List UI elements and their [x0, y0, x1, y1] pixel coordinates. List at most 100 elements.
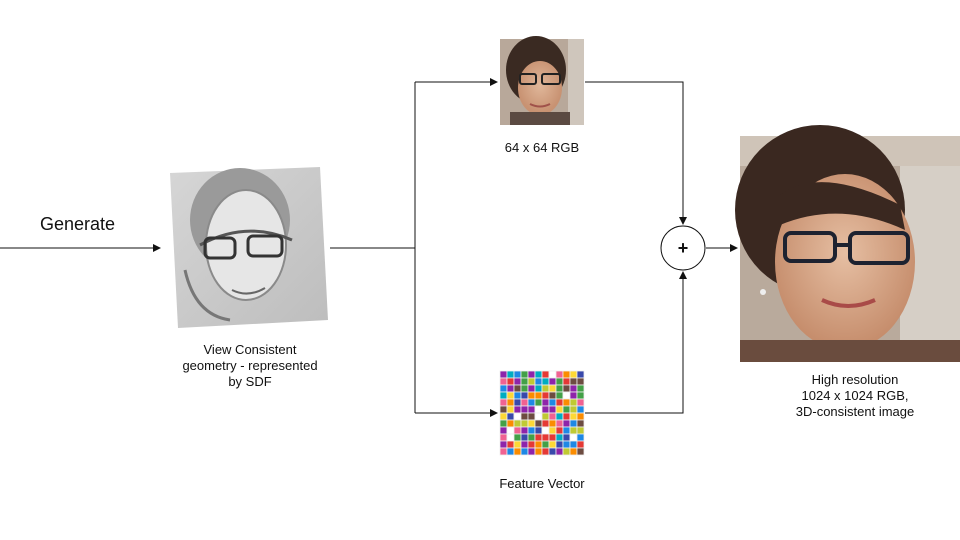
feature-cell: [576, 419, 585, 428]
feature-cell: [527, 391, 536, 400]
feature-cell: [541, 384, 550, 393]
feature-cell: [541, 447, 550, 456]
feature-cell: [548, 426, 557, 435]
feature-cell: [569, 447, 578, 456]
feature-cell: [576, 440, 585, 449]
feature-cell: [555, 398, 564, 407]
feature-cell: [562, 398, 571, 407]
feature-cell: [541, 412, 550, 421]
feature-cell: [520, 398, 529, 407]
feature-cell: [499, 412, 508, 421]
feature-cell: [534, 412, 543, 421]
feature-cell: [506, 447, 515, 456]
feature-cell: [555, 391, 564, 400]
feature-cell: [527, 412, 536, 421]
feature-cell: [534, 433, 543, 442]
feature-cell: [520, 433, 529, 442]
feature-cell: [513, 405, 522, 414]
feature-cell: [499, 370, 508, 379]
feature-cell: [527, 419, 536, 428]
feature-cell: [569, 426, 578, 435]
feature-cell: [527, 426, 536, 435]
feature-cell: [534, 426, 543, 435]
geometry-caption-line-3: by SDF: [228, 374, 272, 389]
feature-cell: [576, 398, 585, 407]
feature-cell: [555, 370, 564, 379]
feature-cell: [541, 377, 550, 386]
feature-cell: [534, 447, 543, 456]
feature-cell: [520, 447, 529, 456]
feature-cell: [576, 412, 585, 421]
feature-cell: [562, 405, 571, 414]
feature-cell: [562, 426, 571, 435]
feature-cell: [506, 433, 515, 442]
rgb-64-image: [500, 36, 584, 125]
feature-cell: [562, 419, 571, 428]
feature-cell: [506, 405, 515, 414]
feature-cell: [555, 384, 564, 393]
feature-cell: [506, 377, 515, 386]
feature-cell: [576, 370, 585, 379]
feature-cell: [548, 447, 557, 456]
feature-cell: [527, 440, 536, 449]
feature-cell: [555, 412, 564, 421]
feature-cell: [534, 405, 543, 414]
geometry-caption: View Consistent geometry - represented b…: [165, 342, 335, 390]
feature-cell: [506, 426, 515, 435]
feature-cell: [513, 398, 522, 407]
feature-cell: [534, 440, 543, 449]
feature-cell: [569, 377, 578, 386]
output-caption-line-1: High resolution: [811, 372, 899, 387]
feature-cell: [541, 398, 550, 407]
feature-cell: [520, 405, 529, 414]
feature-cell: [541, 370, 550, 379]
feature-cell: [548, 405, 557, 414]
feature-cell: [527, 405, 536, 414]
feature-cell: [499, 447, 508, 456]
feature-cell: [499, 398, 508, 407]
feature-cell: [499, 405, 508, 414]
feature-cell: [513, 384, 522, 393]
feature-cell: [541, 440, 550, 449]
sum-symbol: +: [678, 238, 689, 258]
feature-cell: [534, 370, 543, 379]
feature-cell: [555, 447, 564, 456]
output-caption: High resolution 1024 x 1024 RGB, 3D-cons…: [770, 372, 940, 420]
feature-cell: [513, 433, 522, 442]
feature-cell: [576, 405, 585, 414]
feature-cell: [513, 377, 522, 386]
feature-cell: [562, 447, 571, 456]
feature-cell: [562, 391, 571, 400]
feature-cell: [555, 377, 564, 386]
feature-cell: [548, 377, 557, 386]
feature-cell: [555, 426, 564, 435]
feature-cell: [506, 419, 515, 428]
feature-cell: [499, 433, 508, 442]
feature-to-sum-line: [585, 271, 687, 414]
feature-cell: [569, 440, 578, 449]
feature-cell: [576, 426, 585, 435]
feature-cell: [527, 447, 536, 456]
feature-cell: [499, 419, 508, 428]
connector-lines: [0, 78, 738, 417]
feature-cell: [520, 419, 529, 428]
feature-cell: [499, 426, 508, 435]
feature-cell: [534, 419, 543, 428]
feature-cell: [534, 384, 543, 393]
feature-cell: [562, 377, 571, 386]
feature-cell: [506, 370, 515, 379]
feature-cell: [499, 391, 508, 400]
feature-cell: [548, 419, 557, 428]
feature-cell: [548, 391, 557, 400]
rgb-to-sum-line: [585, 81, 687, 225]
feature-cell: [513, 412, 522, 421]
feature-cell: [555, 419, 564, 428]
feature-cell: [506, 398, 515, 407]
feature-cell: [562, 440, 571, 449]
feature-cell: [569, 384, 578, 393]
feature-cell: [576, 447, 585, 456]
feature-cell: [562, 433, 571, 442]
geometry-caption-line-1: View Consistent: [203, 342, 297, 357]
feature-cell: [576, 377, 585, 386]
output-high-res-image: [735, 125, 960, 362]
